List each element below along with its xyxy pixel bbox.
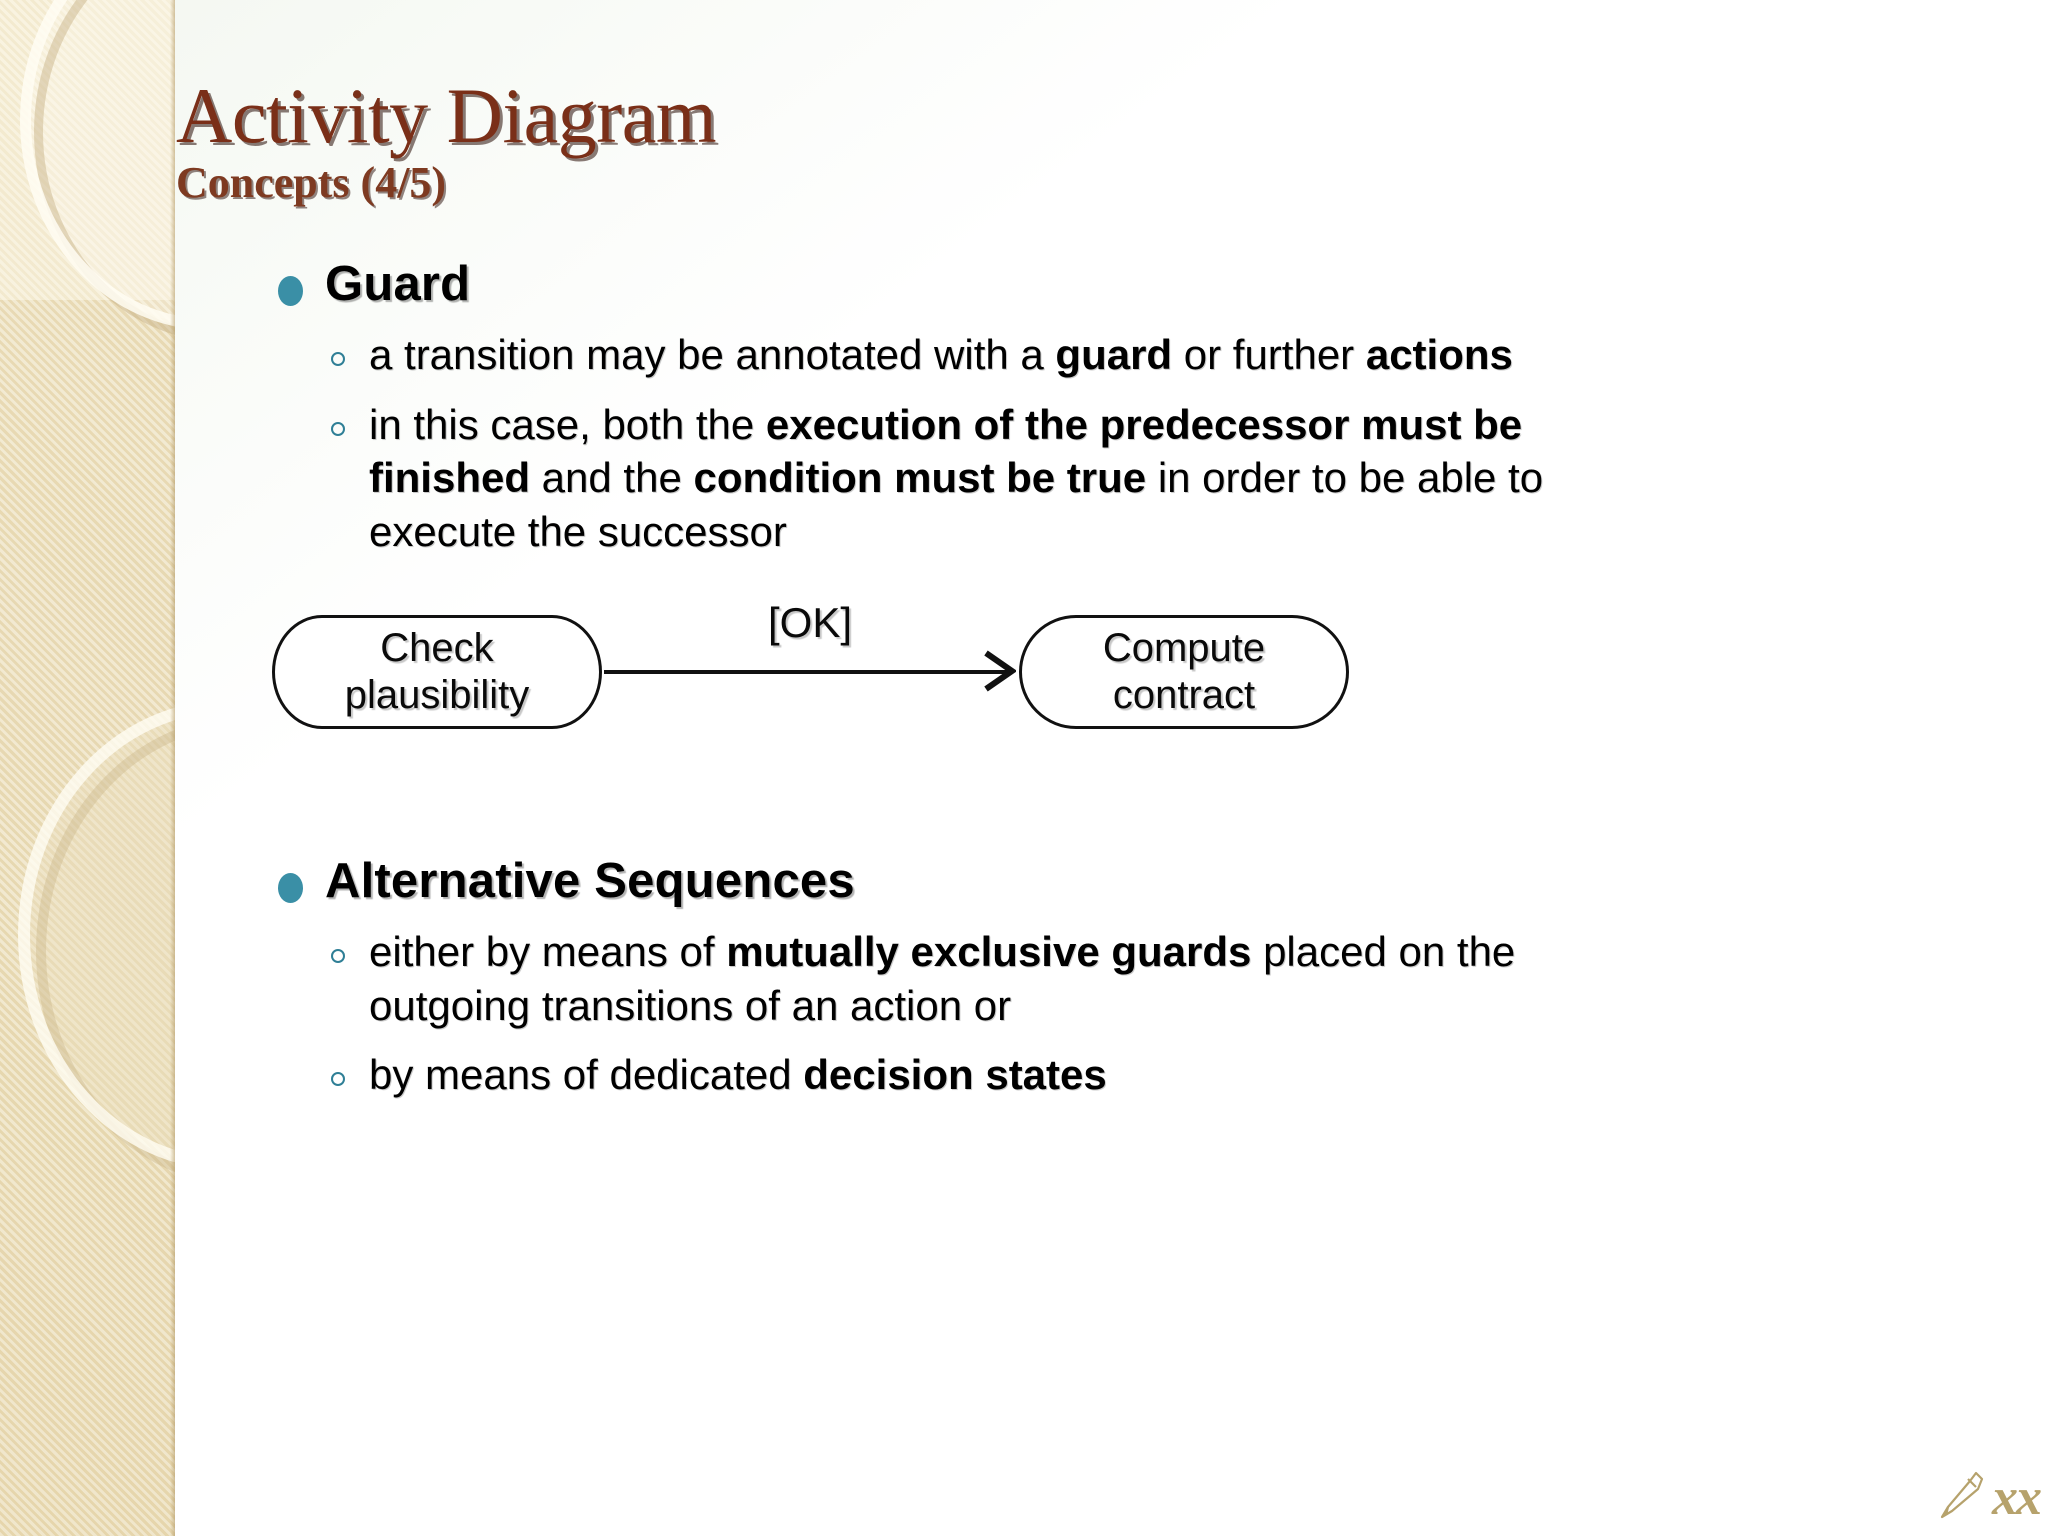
text-run-bold: decision states xyxy=(803,1051,1107,1099)
bullet-dot-icon xyxy=(278,276,303,306)
band-right-edge xyxy=(170,0,175,1536)
sub-bullet-circle-icon xyxy=(331,421,345,436)
section-heading-label: Alternative Sequences xyxy=(325,853,855,908)
list-item-text: in this case, both the execution of the … xyxy=(369,398,1596,559)
arrowhead-icon xyxy=(982,649,1018,693)
footer-watermark: xx xyxy=(1932,1467,2042,1528)
text-run-bold: actions xyxy=(1365,330,1513,378)
list-item-text: a transition may be annotated with a gua… xyxy=(369,328,1513,382)
title-block: Activity Diagram Concepts (4/5) xyxy=(176,72,1676,208)
list-item-text: either by means of mutually exclusive gu… xyxy=(369,925,1596,1033)
spacer xyxy=(176,789,1596,855)
text-run: by means of dedicated xyxy=(369,1051,804,1099)
text-run: either by means of xyxy=(369,927,727,975)
text-run: placed on the outgoing transitions of an… xyxy=(369,927,1516,1029)
text-run-bold: condition must be true xyxy=(693,454,1147,502)
list-item: either by means of mutually exclusive gu… xyxy=(331,925,1596,1033)
transition-line xyxy=(604,669,1012,674)
bullet-dot-icon xyxy=(278,872,303,903)
decorative-ring-lower xyxy=(18,700,175,1170)
transition-guard-label: [OK] xyxy=(768,598,853,646)
footer-mark-text: xx xyxy=(1992,1469,2042,1526)
section-heading-guard: Guard xyxy=(278,257,1596,312)
text-run-bold: guard xyxy=(1055,330,1173,378)
sub-bullet-circle-icon xyxy=(331,1072,345,1087)
activity-node-check-plausibility: Check plausibility xyxy=(272,614,602,729)
slide-title: Activity Diagram xyxy=(176,72,717,159)
text-run: in this case, both the xyxy=(369,400,766,448)
list-item: in this case, both the execution of the … xyxy=(331,398,1596,559)
activity-node-label: Compute contract xyxy=(1102,625,1266,717)
decorative-disc-lower xyxy=(30,708,175,1163)
activity-diagram: Check plausibility [OK] Compute contract xyxy=(184,599,1596,789)
text-run-bold: mutually exclusive guards xyxy=(726,927,1252,975)
sub-bullet-circle-icon xyxy=(331,948,345,963)
text-run-bold: execution of the predecessor must be fin… xyxy=(369,400,1523,502)
band-top-wash xyxy=(0,0,175,300)
slide-body: Guard a transition may be annotated with… xyxy=(176,257,1596,1102)
activity-node-label: Check plausibility xyxy=(344,625,530,717)
list-item: a transition may be annotated with a gua… xyxy=(331,328,1596,382)
text-run: and the xyxy=(530,454,694,502)
text-run: a transition may be annotated with a xyxy=(369,330,1056,378)
decorative-left-band xyxy=(0,0,175,1536)
text-run: or further xyxy=(1172,330,1366,378)
decorative-ring-lower-shadow xyxy=(36,716,175,1186)
activity-node-compute-contract: Compute contract xyxy=(1019,614,1349,729)
section-heading-label: Guard xyxy=(325,257,471,311)
text-run: in order to be able to execute the succe… xyxy=(369,454,1544,556)
slide-subtitle: Concepts (4/5) xyxy=(176,158,447,208)
pen-nib-icon xyxy=(1932,1467,1984,1528)
sub-bullet-circle-icon xyxy=(331,351,345,366)
list-item: by means of dedicated decision states xyxy=(331,1048,1596,1102)
section-heading-alternative-sequences: Alternative Sequences xyxy=(278,853,1596,909)
list-item-text: by means of dedicated decision states xyxy=(369,1048,1107,1102)
